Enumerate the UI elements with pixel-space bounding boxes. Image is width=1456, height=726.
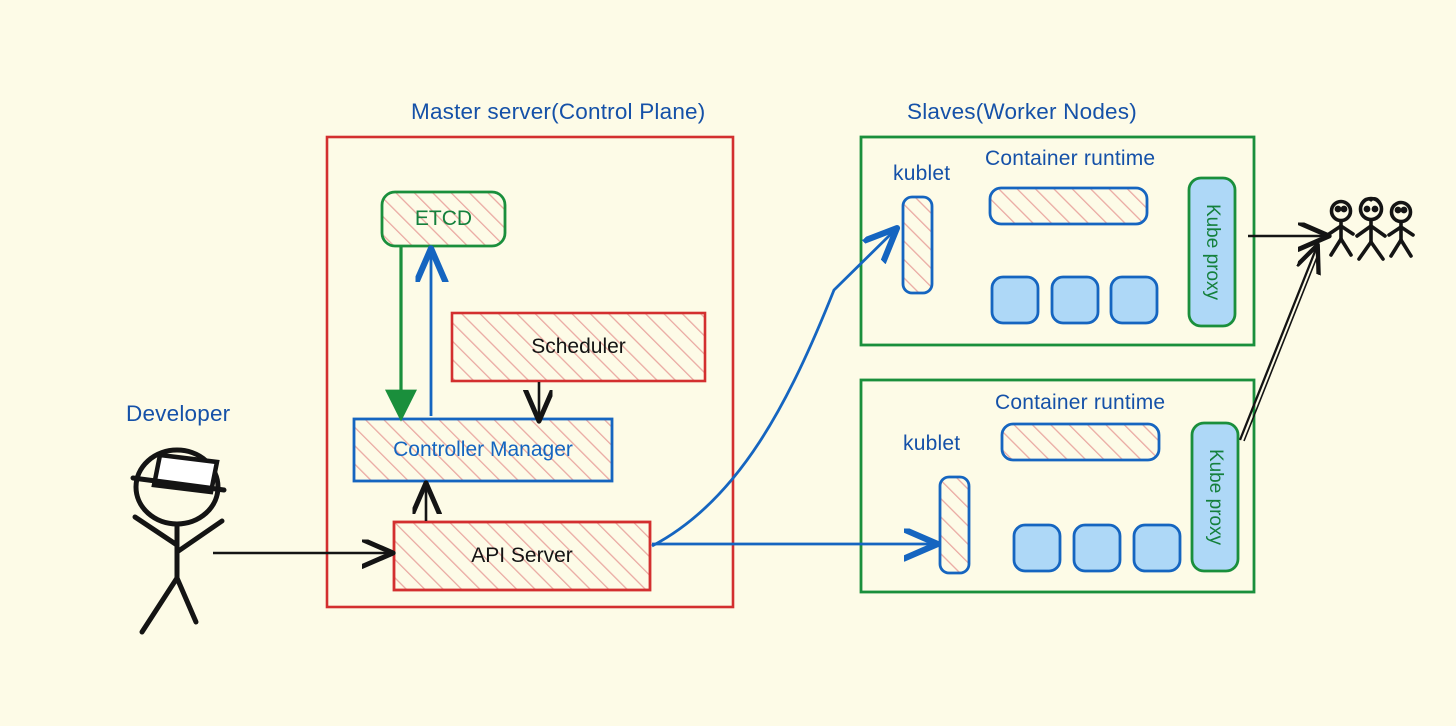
kube-proxy-text-node-2: Kube proxy xyxy=(1205,448,1226,546)
arrow-node-2-kube-proxy-to-users xyxy=(1238,249,1319,442)
worker-node-2-container-runtime-box xyxy=(1000,422,1161,462)
worker-node-1-container-runtime-box xyxy=(988,186,1149,226)
worker-node-1-kublet-label: kublet xyxy=(893,162,951,185)
scheduler-label: Scheduler xyxy=(531,335,626,358)
worker-node-1-kublet-box xyxy=(901,195,934,295)
master-server-container xyxy=(325,135,735,609)
worker-node-2-pod-2 xyxy=(1072,523,1122,573)
worker-node-1-pod-1 xyxy=(990,275,1040,325)
api-server-box xyxy=(392,520,652,592)
kube-proxy-text-node-1: Kube proxy xyxy=(1202,203,1223,301)
api-server-label: API Server xyxy=(471,544,573,567)
worker-node-1-kube-proxy-label: Kube proxy xyxy=(1189,178,1235,326)
users-figures-icon xyxy=(1327,196,1415,261)
worker-node-1-pod-2 xyxy=(1050,275,1100,325)
developer-figure-icon xyxy=(130,447,227,635)
slaves-title: Slaves(Worker Nodes) xyxy=(907,99,1137,124)
etcd-label: ETCD xyxy=(414,207,473,230)
worker-node-1-pod-3 xyxy=(1109,275,1159,325)
etcd-box xyxy=(380,190,507,248)
worker-node-2-pod-1 xyxy=(1012,523,1062,573)
worker-node-2-kublet-box xyxy=(938,475,971,575)
controller-manager-label: Controller Manager xyxy=(393,438,573,461)
worker-node-1-kube-proxy-box xyxy=(1187,176,1237,328)
scheduler-box xyxy=(450,311,707,383)
worker-node-2-kube-proxy-label: Kube proxy xyxy=(1192,423,1238,571)
worker-node-2-kublet-label: kublet xyxy=(903,432,961,455)
master-server-title: Master server(Control Plane) xyxy=(411,99,706,124)
arrow-api-server-to-node-1-kublet xyxy=(651,232,893,548)
worker-node-2-container-runtime-label: Container runtime xyxy=(995,391,1166,414)
developer-label: Developer xyxy=(126,401,231,426)
worker-node-2-kube-proxy-box xyxy=(1190,421,1240,573)
worker-node-1-container-runtime-label: Container runtime xyxy=(985,147,1156,170)
worker-node-2-pod-3 xyxy=(1132,523,1182,573)
controller-manager-box xyxy=(352,417,614,483)
